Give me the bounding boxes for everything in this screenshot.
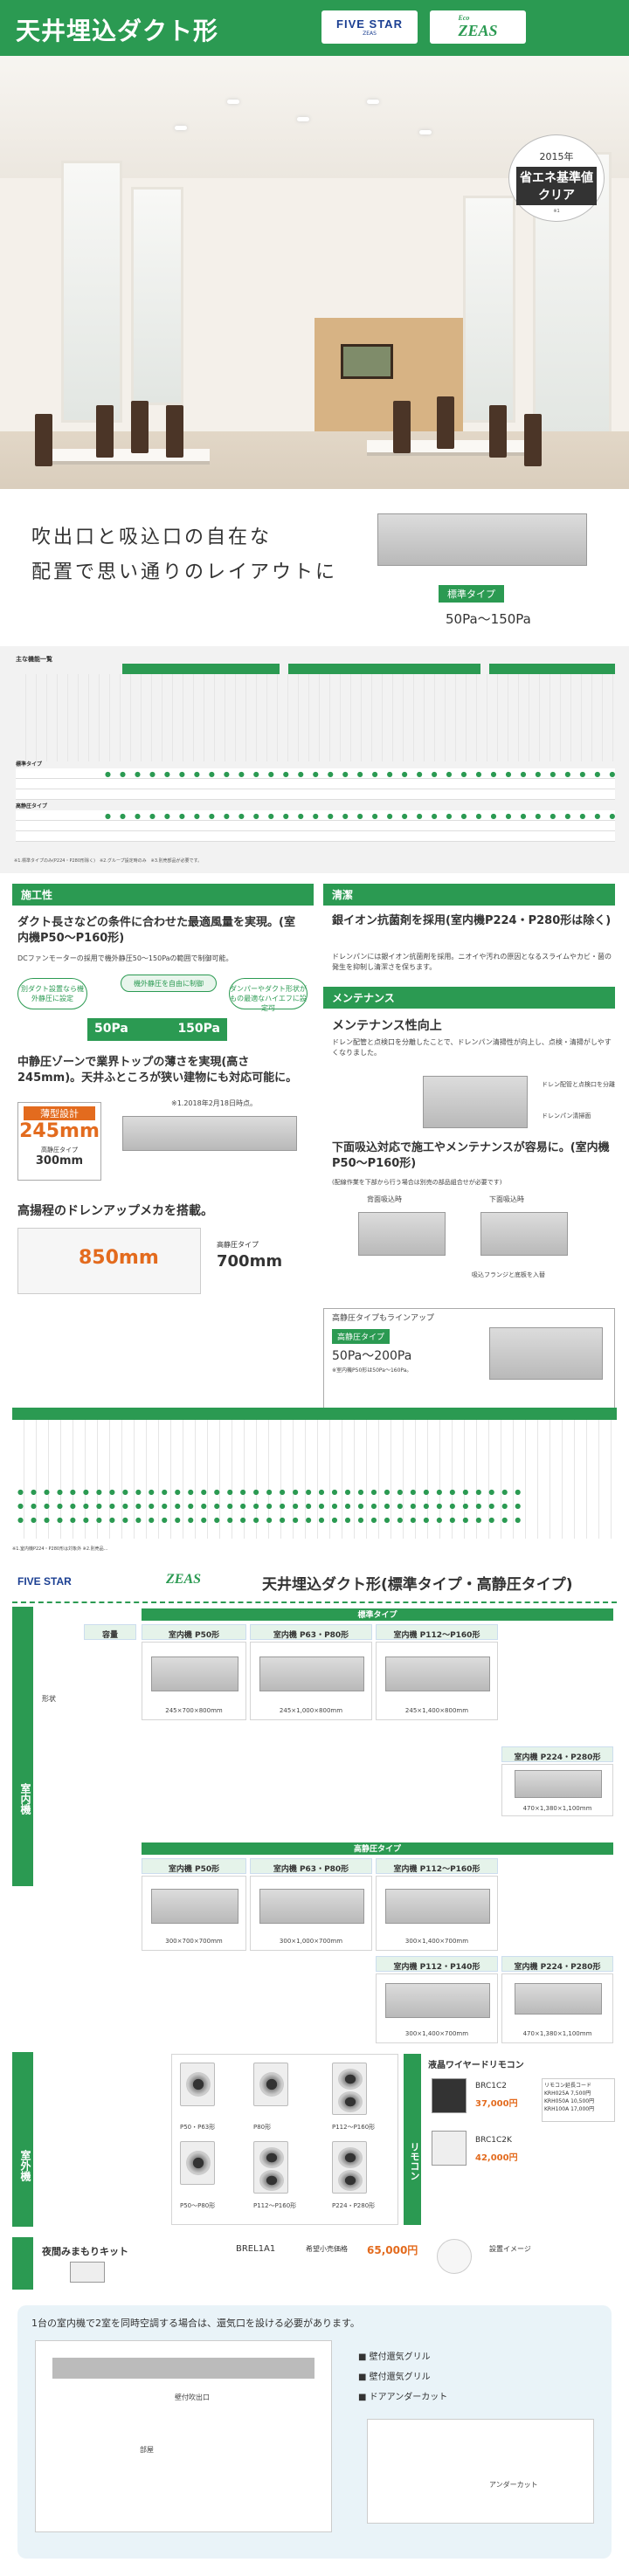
functions-notes: ※1.標準タイプのみ(P224・P280形除く) ※2.グループ設定時のみ ※3… bbox=[14, 858, 203, 864]
pressure-range: 50Pa〜150Pa bbox=[446, 611, 531, 627]
remote-image bbox=[432, 2078, 467, 2113]
five-star-logo: FIVE STAR ZEAS bbox=[321, 10, 418, 44]
page-title: 天井埋込ダクト形 bbox=[16, 17, 219, 45]
features-table bbox=[12, 1408, 617, 1539]
section-construction: 施工性 bbox=[12, 884, 314, 906]
spec-title: 天井埋込ダクト形(標準タイプ・高静圧タイプ) bbox=[262, 1576, 573, 1594]
section-maintenance: メンテナンス bbox=[323, 987, 615, 1009]
hero-caption: 吹出口と吸込口の自在な 配置で思い通りのレイアウトに bbox=[31, 527, 338, 583]
pa-bar: 50Pa 150Pa bbox=[87, 1018, 227, 1041]
section-cleanliness: 清潔 bbox=[323, 884, 615, 906]
slim-design-box: 薄型設計 245mm 高静圧タイプ 300mm bbox=[17, 1102, 101, 1181]
standard-type-tag: 標準タイプ bbox=[439, 585, 504, 603]
standard-unit-image bbox=[377, 513, 587, 566]
functions-title: 主な機能一覧 bbox=[16, 656, 52, 663]
hero-image: 2015年 省エネ基準値クリア ※1 bbox=[0, 56, 629, 562]
energy-standard-badge: 2015年 省エネ基準値クリア ※1 bbox=[508, 134, 605, 222]
